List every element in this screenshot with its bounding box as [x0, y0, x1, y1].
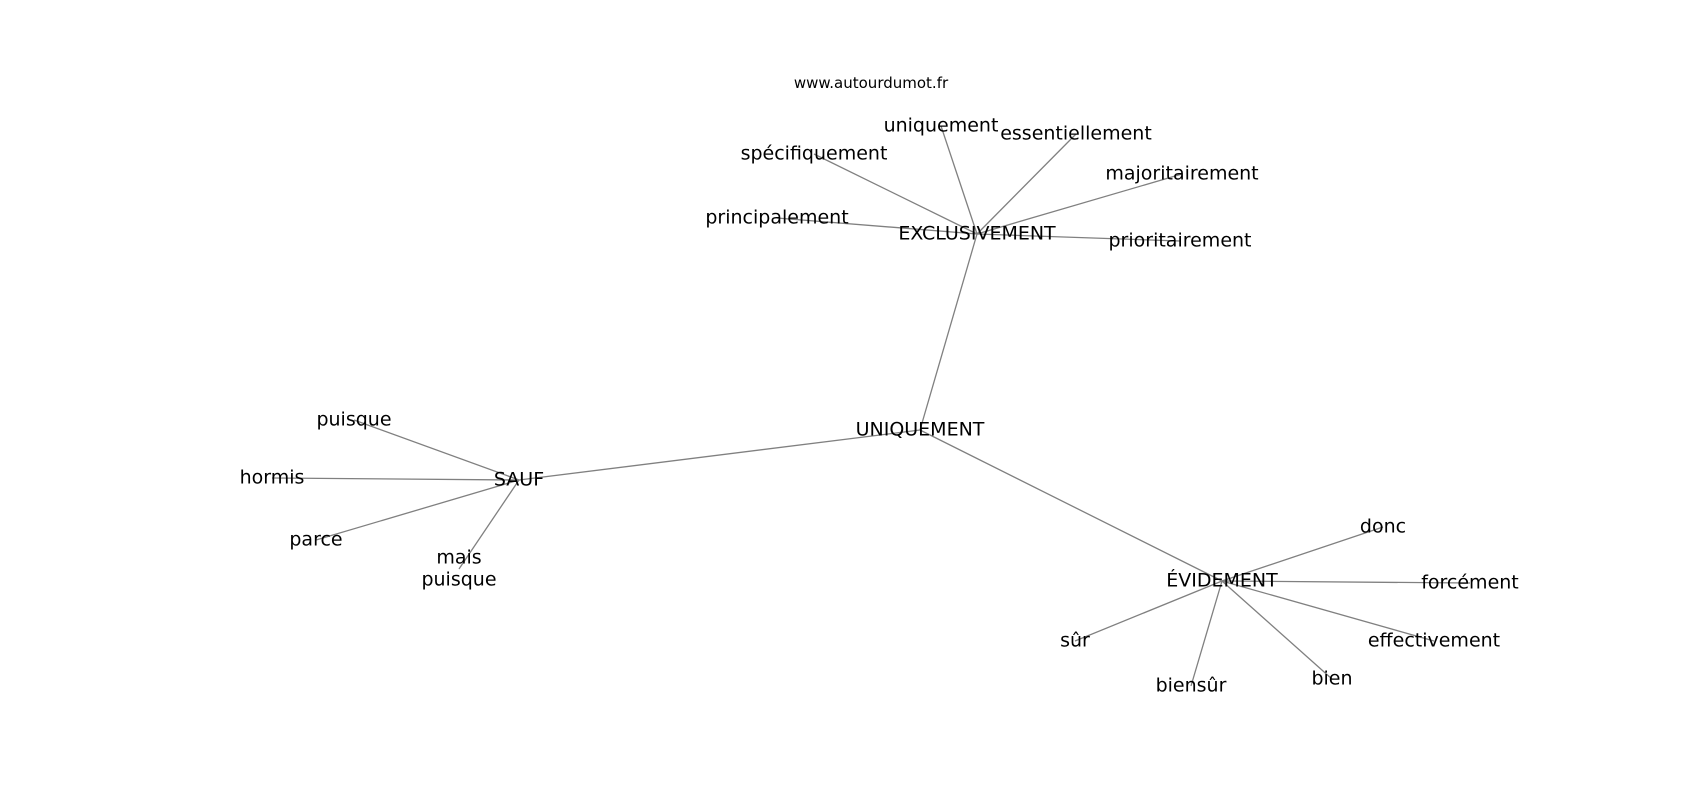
- node-label-parce[interactable]: parce: [289, 529, 342, 551]
- graph-edges: [271, 125, 1471, 687]
- edge-evidement-sur: [1074, 580, 1223, 642]
- node-label-donc[interactable]: donc: [1360, 516, 1406, 538]
- node-label-exclusivement[interactable]: EXCLUSIVEMENT: [898, 223, 1056, 245]
- node-label-sur[interactable]: sûr: [1060, 630, 1090, 652]
- edge-sauf-hormis: [271, 477, 520, 481]
- node-label-majoritairement[interactable]: majoritairement: [1105, 163, 1258, 185]
- edge-sauf-mais_puisque: [458, 479, 520, 570]
- edge-evidement-bien: [1221, 580, 1333, 680]
- node-label-effectivement[interactable]: effectivement: [1368, 630, 1500, 652]
- node-label-evidement[interactable]: ÉVIDEMENT: [1166, 569, 1278, 592]
- edge-exclusivement-uniquement_leaf: [940, 125, 978, 235]
- edge-sauf-puisque: [353, 419, 520, 481]
- node-label-puisque[interactable]: puisque: [316, 409, 391, 431]
- node-label-prioritairement[interactable]: prioritairement: [1108, 230, 1251, 252]
- node-label-biensur[interactable]: biensûr: [1156, 675, 1227, 697]
- edge-exclusivement-specifiquement: [813, 153, 978, 235]
- edge-exclusivement-prioritairement: [976, 233, 1181, 242]
- edge-evidement-biensur: [1190, 580, 1223, 687]
- edge-uniquement_center-sauf: [518, 429, 921, 481]
- node-label-sauf[interactable]: SAUF: [494, 469, 544, 491]
- edge-sauf-parce: [315, 479, 520, 541]
- node-label-essentiellement[interactable]: essentiellement: [1000, 123, 1152, 145]
- edge-exclusivement-majoritairement: [976, 173, 1183, 235]
- edge-exclusivement-principalement: [776, 217, 978, 235]
- node-label-uniquement-leaf[interactable]: uniquement: [884, 115, 999, 137]
- node-label-forcement[interactable]: forcément: [1421, 572, 1519, 594]
- edge-uniquement_center-evidement: [919, 429, 1223, 582]
- site-watermark: www.autourdumot.fr: [794, 74, 949, 92]
- edge-uniquement_center-exclusivement: [919, 233, 978, 431]
- node-label-principalement[interactable]: principalement: [705, 207, 848, 229]
- edge-evidement-donc: [1221, 526, 1384, 582]
- node-label-hormis[interactable]: hormis: [240, 467, 305, 489]
- node-label-specifiquement[interactable]: spécifiquement: [741, 143, 888, 165]
- node-label-uniquement-center[interactable]: UNIQUEMENT: [856, 419, 985, 441]
- edge-exclusivement-essentiellement: [976, 133, 1077, 235]
- node-label-bien[interactable]: bien: [1311, 668, 1352, 690]
- edge-evidement-effectivement: [1221, 580, 1435, 642]
- graph-nodes: UNIQUEMENT EXCLUSIVEMENT SAUF ÉVIDEMENT uniq…: [240, 115, 1519, 697]
- edge-evidement-forcement: [1221, 580, 1471, 584]
